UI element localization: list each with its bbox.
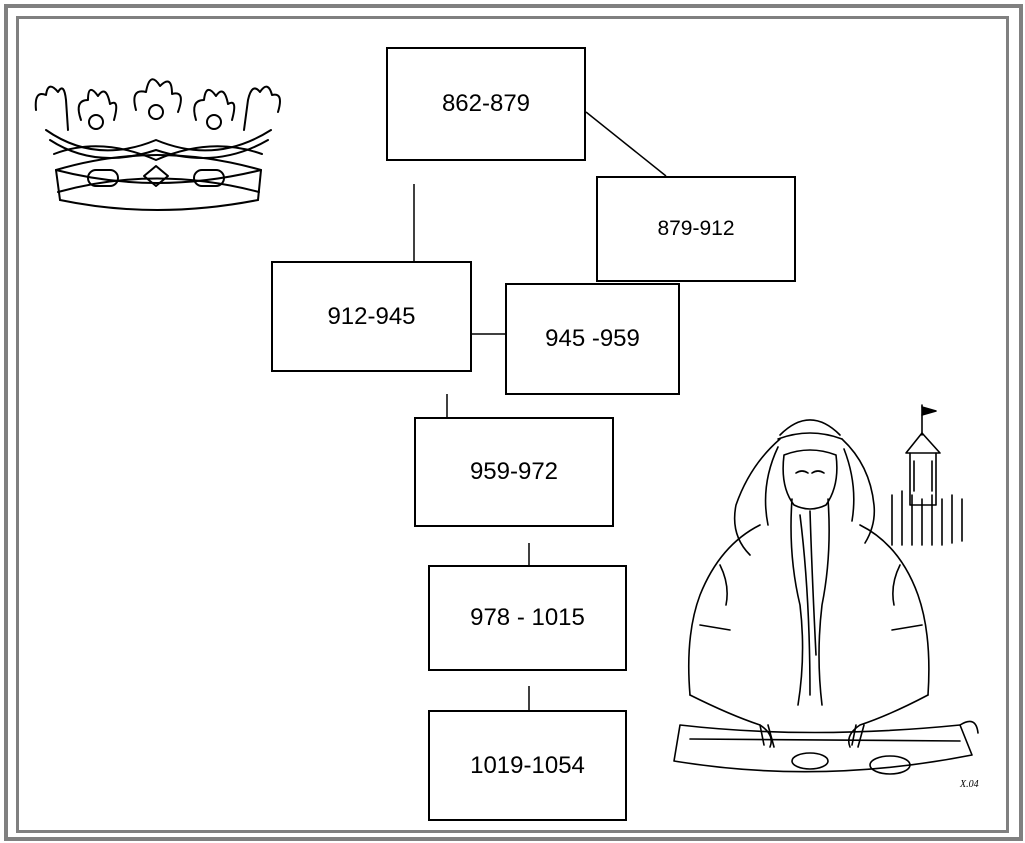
period-label: 945 -959 [545, 325, 640, 352]
period-box-862-879: 862-879 [386, 47, 586, 161]
period-label: 978 - 1015 [470, 604, 585, 631]
period-label: 879-912 [657, 217, 735, 240]
period-box-945-959: 945 -959 [505, 283, 680, 395]
bard-playing-gusli-illustration: Х.04 [673, 404, 979, 790]
connector-862-879-to-879-912 [585, 111, 667, 177]
period-label: 959-972 [469, 458, 559, 485]
period-box-879-912: 879-912 [596, 176, 796, 282]
period-box-959-972: 959-972 [414, 417, 614, 527]
period-label: 1019-1054 [470, 751, 585, 779]
period-box-978-1015: 978 - 1015 [428, 565, 627, 671]
period-label: 862-879 [441, 90, 531, 117]
artist-signature: Х.04 [959, 779, 979, 790]
period-box-1019-1054: 1019-1054 [428, 710, 627, 821]
inner-frame [16, 16, 1009, 833]
crown-icon [34, 78, 281, 211]
period-box-912-945: 912-945 [271, 261, 472, 372]
period-label: 912-945 [327, 302, 416, 330]
